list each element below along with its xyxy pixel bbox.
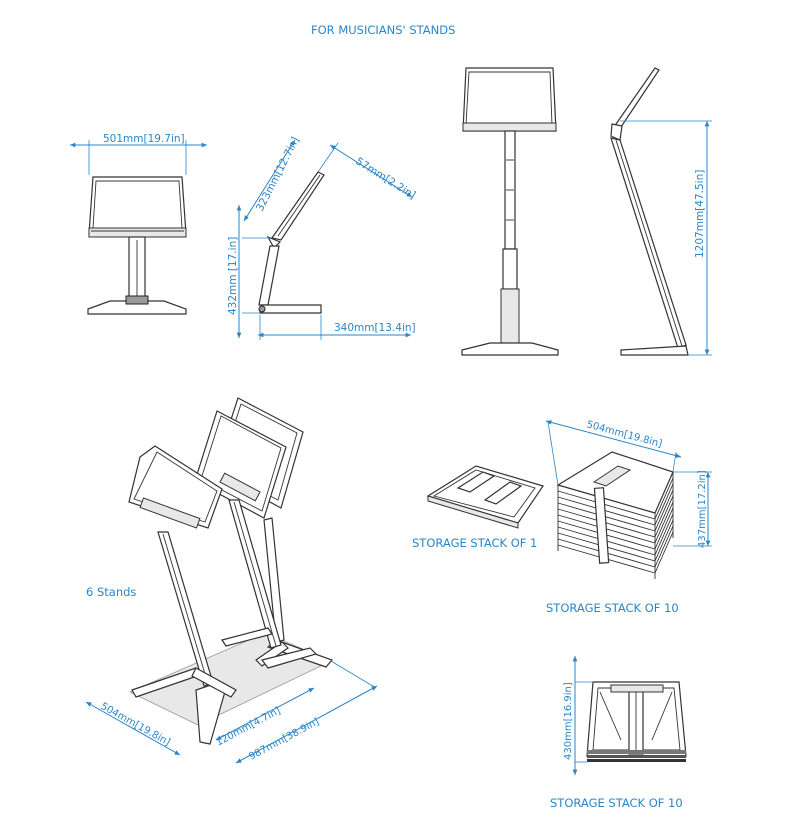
small-stand-side-view bbox=[258, 171, 325, 314]
label-stack-height: 437mm[17.2in] bbox=[697, 470, 708, 548]
label-tall-height: 1207mm[47.5in] bbox=[694, 170, 706, 258]
stack-front-base-layers bbox=[587, 750, 686, 762]
label-group-width: 504mm[19.8in] bbox=[99, 701, 172, 748]
storage-stack-of-10 bbox=[556, 451, 674, 579]
six-stands-group bbox=[128, 397, 334, 745]
small-stand-front-view bbox=[87, 176, 187, 315]
label-side-height: 432mm [17.in] bbox=[227, 237, 239, 315]
label-base-depth: 340mm[13.4in] bbox=[334, 322, 416, 334]
caption-storage-stack-10-b: STORAGE STACK OF 10 bbox=[550, 796, 683, 810]
storage-stack-of-10-front bbox=[586, 681, 687, 762]
label-front-stack-height: 430mm[16.9in] bbox=[563, 682, 574, 760]
dimension-lip: 57mm[2.2in] bbox=[317, 142, 418, 202]
caption-storage-stack-10-a: STORAGE STACK OF 10 bbox=[546, 601, 679, 615]
tall-stand-side-view bbox=[610, 67, 689, 356]
tall-stand-front-view bbox=[461, 67, 559, 356]
dimension-tall-height: 1207mm[47.5in] bbox=[620, 120, 712, 356]
label-front-width: 501mm[19.7in] bbox=[103, 133, 185, 145]
dimension-front-width: 501mm[19.7in] bbox=[70, 133, 207, 175]
dimension-side-height: 432mm [17.in] bbox=[227, 205, 270, 338]
dimension-front-stack-height: 430mm[16.9in] bbox=[563, 656, 593, 775]
storage-stack-of-1 bbox=[426, 465, 544, 529]
dimension-base-depth: 340mm[13.4in] bbox=[258, 315, 416, 340]
label-desk-depth: 323mm[12.7in] bbox=[254, 135, 302, 213]
label-lip: 57mm[2.2in] bbox=[353, 155, 417, 201]
dimension-stack-height: 437mm[17.2in] bbox=[673, 470, 712, 548]
caption-storage-stack-1: STORAGE STACK OF 1 bbox=[412, 536, 538, 550]
page-title: FOR MUSICIANS' STANDS bbox=[311, 23, 456, 37]
caption-six-stands: 6 Stands bbox=[86, 585, 137, 599]
